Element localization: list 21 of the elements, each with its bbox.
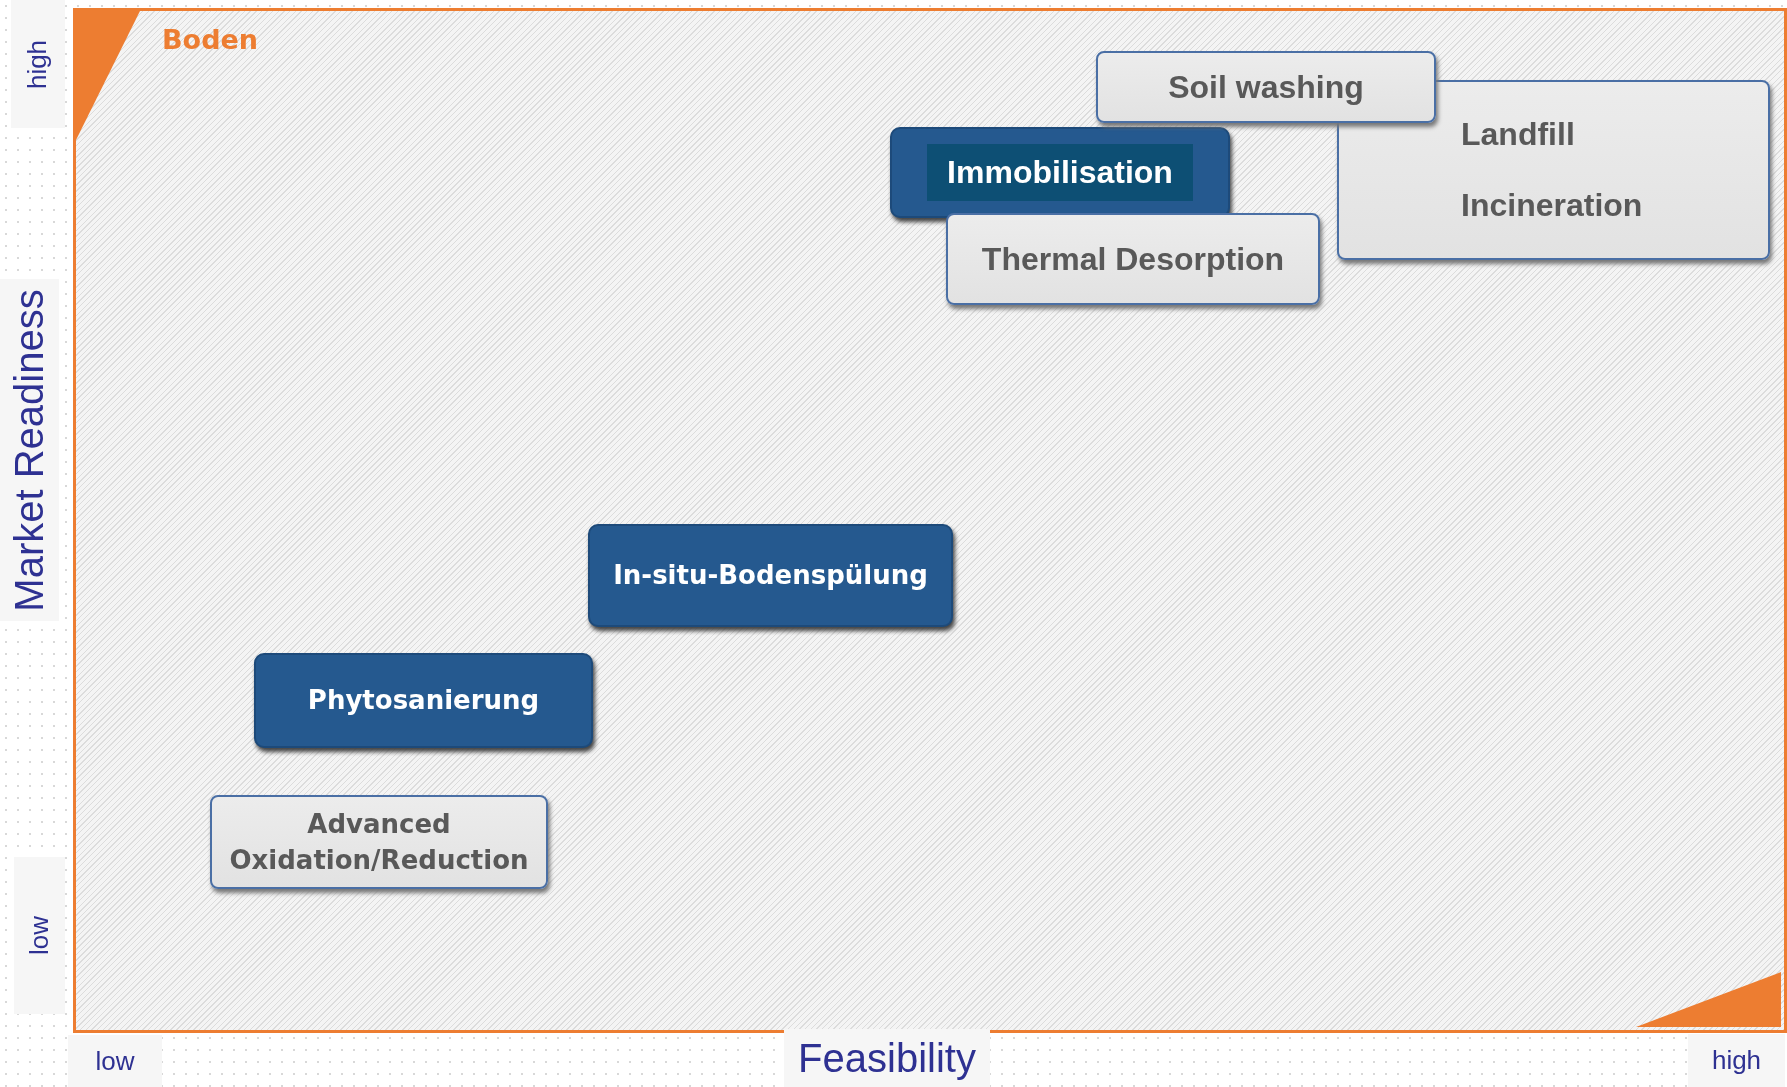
method-label: Incineration — [1461, 187, 1643, 224]
axis-title: Feasibility — [798, 1035, 976, 1081]
highlighted-method-box — [890, 127, 1230, 218]
axis-end-label: high — [22, 39, 54, 89]
method-label: Phytosanierung — [307, 684, 540, 718]
method-box — [946, 213, 1320, 305]
axis-end-label: high — [1711, 1045, 1762, 1076]
method-box — [210, 795, 548, 889]
method-label: Advanced Oxidation/Reduction — [228, 807, 530, 877]
axis-end-label: low — [95, 1045, 135, 1077]
panel-title: Boden — [162, 24, 258, 55]
method-label: Landfill — [1461, 116, 1575, 153]
axis-title: Market Readiness — [7, 288, 52, 612]
method-label: Thermal Desorption — [981, 240, 1285, 278]
method-box — [1096, 51, 1436, 123]
highlighted-method-box — [254, 653, 593, 748]
highlighted-method-box — [588, 524, 953, 627]
method-label: Immobilisation — [927, 144, 1193, 201]
method-label: Soil washing — [1168, 68, 1364, 106]
method-label: In-situ-Bodenspülung — [613, 559, 928, 593]
axis-end-label: low — [24, 916, 55, 955]
